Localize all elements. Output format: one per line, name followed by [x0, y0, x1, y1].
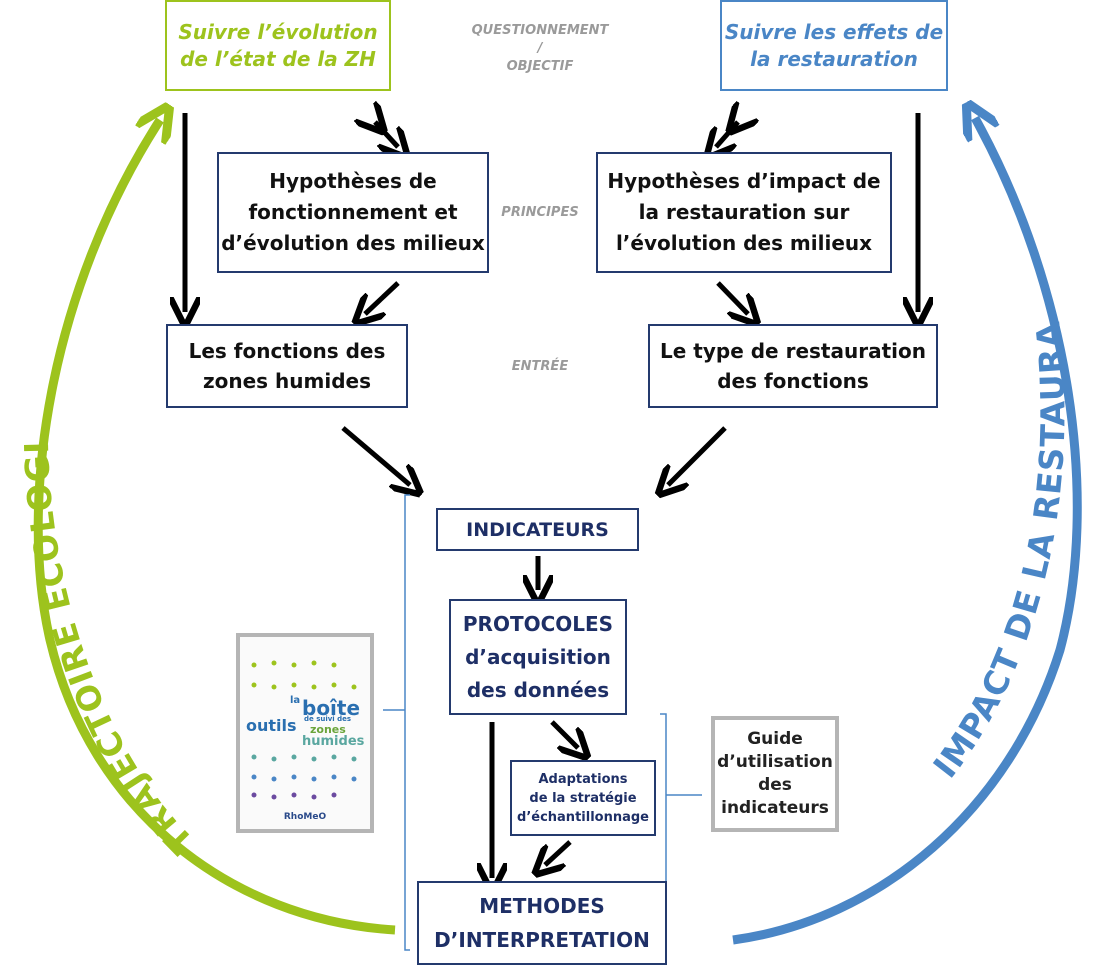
functions-right-box: Le type de restauration des fonctions	[648, 324, 938, 408]
goal-follow-zh: Suivre l’évolution de l’état de la ZH	[165, 0, 391, 91]
book-word-la: la	[290, 695, 301, 706]
book-word-humides: humides	[302, 734, 365, 749]
hyp-left-line1: Hypothèses de	[269, 169, 437, 193]
adaptations-line1: Adaptations	[538, 771, 628, 787]
guide-line4: indicateurs	[721, 798, 829, 818]
adaptations-line2: de la stratégie	[529, 790, 637, 806]
adaptations-line3: d’échantillonnage	[517, 809, 649, 825]
methodes-line2: D’INTERPRETATION	[434, 928, 650, 952]
arc-left-label: TRAJECTOIRE ECOLOGIQUE	[0, 0, 201, 862]
func-right-line1: Le type de restauration	[660, 339, 926, 363]
methodes-line1: METHODES	[479, 894, 605, 918]
right-bracket	[660, 713, 667, 896]
goal-follow-zh-line2: de l’état de la ZH	[180, 46, 376, 71]
guide-line3: des	[758, 775, 792, 795]
book-word-de-suivi: de suivi des	[304, 715, 352, 723]
arrow-proto-to-adapt	[550, 720, 578, 748]
arrow-adapt-to-methodes	[545, 840, 572, 865]
arrow-func-right-to-ind	[668, 426, 727, 485]
arrow-func-left-to-ind	[341, 426, 410, 485]
double-arrow-right	[716, 122, 738, 147]
label-principes: PRINCIPES	[501, 205, 579, 220]
func-left-line2: zones humides	[202, 369, 371, 393]
book-word-zones: zones	[310, 723, 346, 736]
hyp-left-line2: fonctionnement et	[248, 200, 458, 224]
left-green-arc	[33, 120, 396, 935]
protocoles-box: PROTOCOLES d’acquisition des données	[449, 599, 627, 715]
guide-box: Guide d’utilisation des indicateurs	[711, 716, 839, 832]
label-objectif: OBJECTIF	[506, 59, 574, 74]
functions-left-box: Les fonctions des zones humides	[166, 324, 408, 408]
protocoles-line2: d’acquisition	[465, 644, 611, 669]
rhomeo-book-cover: la boîte outils de suivi des zones humid…	[236, 633, 374, 833]
arrow-hyp-right-to-func	[716, 281, 748, 314]
indicateurs-box: INDICATEURS	[436, 508, 639, 551]
hyp-right-line3: l’évolution des milieux	[615, 231, 873, 255]
hypotheses-right-box: Hypothèses d’impact de la restauration s…	[596, 152, 892, 273]
double-arrow-left	[375, 122, 398, 147]
hyp-right-line2: la restauration sur	[638, 200, 850, 224]
protocoles-line1: PROTOCOLES	[462, 611, 614, 636]
methodes-box: METHODES D’INTERPRETATION	[417, 881, 667, 965]
label-questionnement-text: QUESTIONNEMENT	[471, 23, 609, 38]
hyp-left-line3: d’évolution des milieux	[221, 231, 485, 255]
hyp-right-line1: Hypothèses d’impact de	[607, 169, 881, 193]
guide-line1: Guide	[747, 729, 803, 749]
goal-follow-restoration: Suivre les effets de la restauration	[720, 0, 948, 91]
func-right-line2: des fonctions	[717, 369, 869, 393]
label-questionnement: QUESTIONNEMENT / OBJECTIF	[440, 20, 640, 78]
goal-follow-zh-line1: Suivre l’évolution	[178, 19, 378, 44]
goal-follow-restoration-line2: la restauration	[750, 46, 918, 71]
book-brand: RhoMeO	[283, 812, 327, 822]
book-word-outils: outils	[246, 716, 297, 735]
label-entree: ENTRÉE	[511, 359, 569, 374]
book-cover-art	[251, 660, 357, 800]
right-blue-arc	[732, 118, 1082, 945]
book-icon-rows	[251, 660, 357, 800]
label-slash: /	[537, 41, 543, 56]
guide-line2: d’utilisation	[717, 752, 833, 772]
book-word-boite: boîte	[302, 696, 361, 720]
func-left-line1: Les fonctions des	[188, 339, 386, 363]
adaptations-box: Adaptations de la stratégie d’échantillo…	[510, 760, 656, 836]
left-bracket	[404, 494, 410, 951]
arrow-hyp-left-to-func	[365, 281, 400, 314]
protocoles-line3: des données	[466, 677, 610, 702]
goal-follow-restoration-line1: Suivre les effets de	[724, 19, 944, 44]
hypotheses-left-box: Hypothèses de fonctionnement et d’évolut…	[217, 152, 489, 273]
